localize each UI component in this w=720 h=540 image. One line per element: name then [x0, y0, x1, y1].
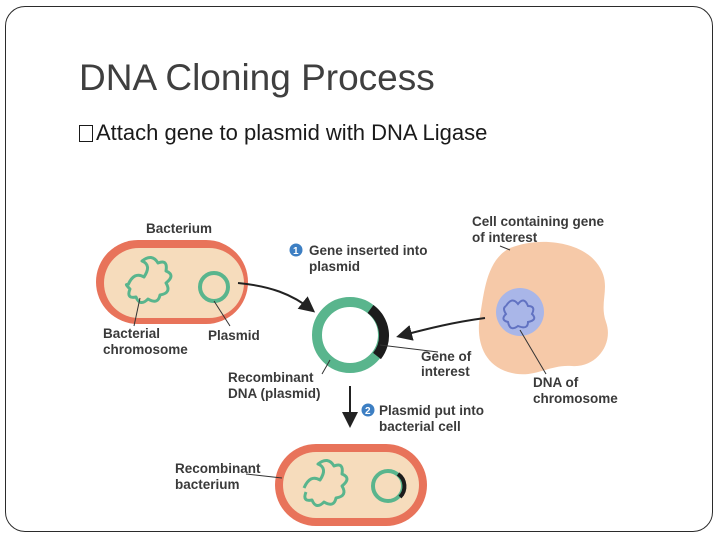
leader-recombinant-dna [321, 359, 331, 375]
label-dna-chromosome-2: chromosome [533, 391, 618, 406]
step2-badge [361, 403, 375, 417]
label-step2-line2: bacterial cell [379, 419, 461, 434]
donor-cell [478, 241, 608, 375]
bullet-box-icon [79, 124, 93, 142]
label-step1-line1: Gene inserted into [309, 243, 428, 258]
leader-bacterial-chromosome [133, 297, 141, 327]
label-cell-gene-1: Cell containing gene [472, 214, 605, 229]
label-step2-line1: Plasmid put into [379, 403, 484, 418]
label-gene-of-interest-2: interest [421, 364, 470, 379]
leader-plasmid [213, 300, 231, 327]
recombinant-plasmid [312, 297, 390, 373]
bacterium-top [96, 240, 248, 324]
leader-gene-of-interest [379, 344, 439, 353]
step1-number: 1 [293, 246, 299, 257]
bacterium-bottom [275, 444, 427, 526]
label-bacterial-chromosome-1: Bacterial [103, 326, 160, 341]
label-recombinant-dna-1: Recombinant [228, 370, 314, 385]
label-recombinant-bacterium-2: bacterium [175, 477, 240, 492]
label-bacterial-chromosome-2: chromosome [103, 342, 188, 357]
step1-badge [289, 243, 303, 257]
leader-cell [499, 245, 511, 251]
label-dna-chromosome-1: DNA of [533, 375, 579, 390]
bullet-item: Attach gene to plasmid with DNA Ligase [79, 120, 487, 146]
leader-recombinant-bacterium [245, 473, 283, 479]
arrow-gene-to-recombinant [396, 317, 486, 341]
recombinant-gene-insert [396, 472, 407, 499]
slide-title: DNA Cloning Process [79, 57, 435, 98]
bacterial-chromosome-dna [124, 256, 173, 304]
recombinant-bacterium-cytoplasm [283, 452, 419, 518]
label-plasmid: Plasmid [208, 328, 260, 343]
arrow-plasmid-to-recombinant [237, 282, 316, 313]
step2-number: 2 [365, 406, 371, 417]
bullet-text: Attach gene to plasmid with DNA Ligase [96, 120, 488, 145]
label-bacterium: Bacterium [146, 221, 212, 236]
bacterium-cytoplasm [104, 248, 244, 318]
gene-insert [367, 304, 390, 360]
label-recombinant-bacterium-1: Recombinant [175, 461, 261, 476]
label-step1-line2: plasmid [309, 259, 360, 274]
label-recombinant-dna-2: DNA (plasmid) [228, 386, 321, 401]
nucleus [496, 288, 544, 336]
leader-dna-of-chromosome [519, 329, 547, 375]
chromosome-dna-squiggle [502, 299, 536, 330]
recombinant-chromosome-dna [302, 459, 349, 507]
label-gene-of-interest-1: Gene of [421, 349, 472, 364]
label-cell-gene-2: of interest [472, 230, 538, 245]
